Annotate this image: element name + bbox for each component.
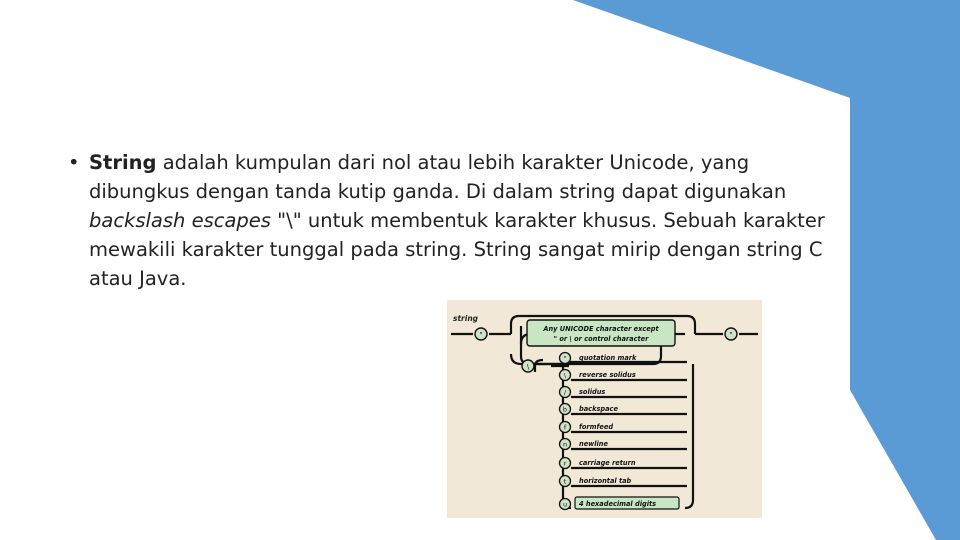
escape-symbol: u xyxy=(563,501,567,509)
escape-symbol: " xyxy=(564,355,567,363)
escape-label: reverse solidus xyxy=(579,371,636,379)
hex-digits-box xyxy=(574,496,680,510)
escape-label: solidus xyxy=(579,388,605,396)
paragraph-text: String adalah kumpulan dari nol atau leb… xyxy=(89,148,829,293)
escape-node xyxy=(558,351,572,365)
unicode-box-line-2: " or \ or control character xyxy=(554,335,649,343)
start-quote-node xyxy=(474,327,488,341)
escape-label: backspace xyxy=(579,405,618,413)
escape-symbol: b xyxy=(563,406,567,414)
escape-node xyxy=(558,437,572,451)
escape-node xyxy=(558,420,572,434)
start-quote-symbol: " xyxy=(479,331,482,339)
end-quote-symbol: " xyxy=(729,331,732,339)
escape-label: horizontal tab xyxy=(579,477,632,485)
escape-label: formfeed xyxy=(579,423,613,431)
escape-label: 4 hexadecimal digits xyxy=(579,500,656,508)
escape-label: newline xyxy=(579,440,608,448)
escape-label: carriage return xyxy=(579,459,636,467)
unicode-char-box xyxy=(526,319,676,347)
escape-symbol: \ xyxy=(564,372,567,380)
escape-node xyxy=(558,368,572,382)
escape-symbol: r xyxy=(564,460,567,468)
escape-symbol: t xyxy=(564,478,567,486)
escape-node xyxy=(558,497,572,511)
paragraph-part-1: adalah kumpulan dari nol atau lebih kara… xyxy=(89,151,787,203)
term-string: String xyxy=(89,151,157,174)
string-syntax-diagram: string " " Any UNICODE character except … xyxy=(447,300,762,518)
diagram-label: string xyxy=(453,314,479,323)
end-quote-node xyxy=(724,327,738,341)
escape-node xyxy=(558,456,572,470)
escape-node xyxy=(558,474,572,488)
bullet-marker: • xyxy=(68,151,80,174)
backslash-node xyxy=(521,359,535,373)
unicode-box-line-1: Any UNICODE character except xyxy=(542,325,659,333)
escape-symbol: n xyxy=(563,441,567,449)
escape-sequence-list: " quotation mark \ reverse solidus / solidus b… xyxy=(558,351,680,511)
paragraph-part-2: "\" untuk membentuk karakter khusus. Seb… xyxy=(89,209,825,290)
escape-symbol: / xyxy=(564,389,567,397)
term-backslash-escapes: backslash escapes xyxy=(89,209,271,232)
backslash-symbol: \ xyxy=(527,363,530,371)
escape-node xyxy=(558,402,572,416)
escape-label: quotation mark xyxy=(579,354,637,362)
escape-symbol: f xyxy=(564,424,567,432)
escape-node xyxy=(558,385,572,399)
